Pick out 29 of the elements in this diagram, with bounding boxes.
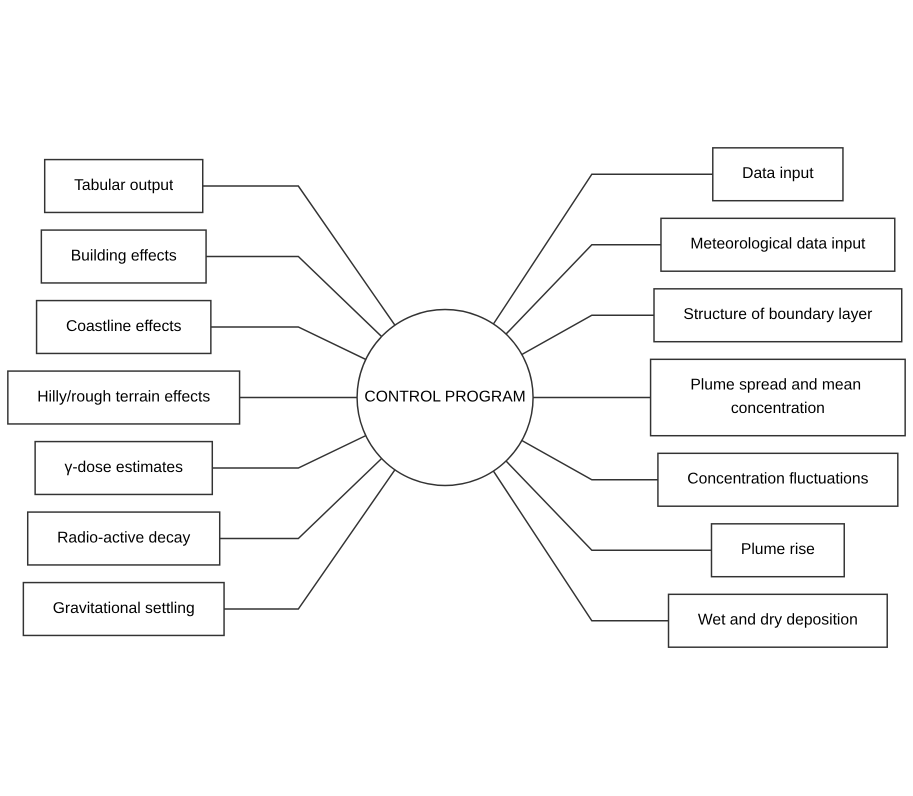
- node-box: Structure of boundary layer: [653, 288, 902, 343]
- connector: [521, 440, 658, 481]
- node-box: Coastline effects: [36, 300, 212, 355]
- node-box: Tabular output: [44, 159, 204, 214]
- connector: [220, 458, 382, 540]
- node-box: Wet and dry deposition: [668, 594, 888, 648]
- node-box: Gravitational settling: [22, 582, 225, 637]
- connector: [521, 315, 654, 356]
- connector: [492, 471, 669, 622]
- connector: [202, 186, 396, 326]
- node-box: Building effects: [40, 230, 207, 284]
- connector: [206, 256, 382, 338]
- connector: [240, 397, 358, 399]
- connector: [506, 244, 661, 336]
- node-box: γ-dose estimates: [34, 441, 214, 496]
- node-box: Hilly/rough terrain effects: [7, 370, 240, 426]
- node-circle: CONTROL PROGRAM: [356, 309, 534, 487]
- node-box: Radio-active decay: [26, 512, 220, 566]
- node-box: Meteorological data input: [660, 218, 896, 272]
- connector: [224, 470, 396, 610]
- node-box: Plume spread and mean concentration: [650, 359, 906, 437]
- node-box: Plume rise: [710, 524, 845, 578]
- connector: [506, 460, 712, 552]
- node-box: Concentration fluctuations: [657, 453, 899, 508]
- connector: [533, 397, 651, 399]
- connector: [492, 174, 713, 325]
- node-box: Data input: [712, 148, 844, 202]
- connector: [212, 435, 366, 470]
- connector: [210, 326, 366, 361]
